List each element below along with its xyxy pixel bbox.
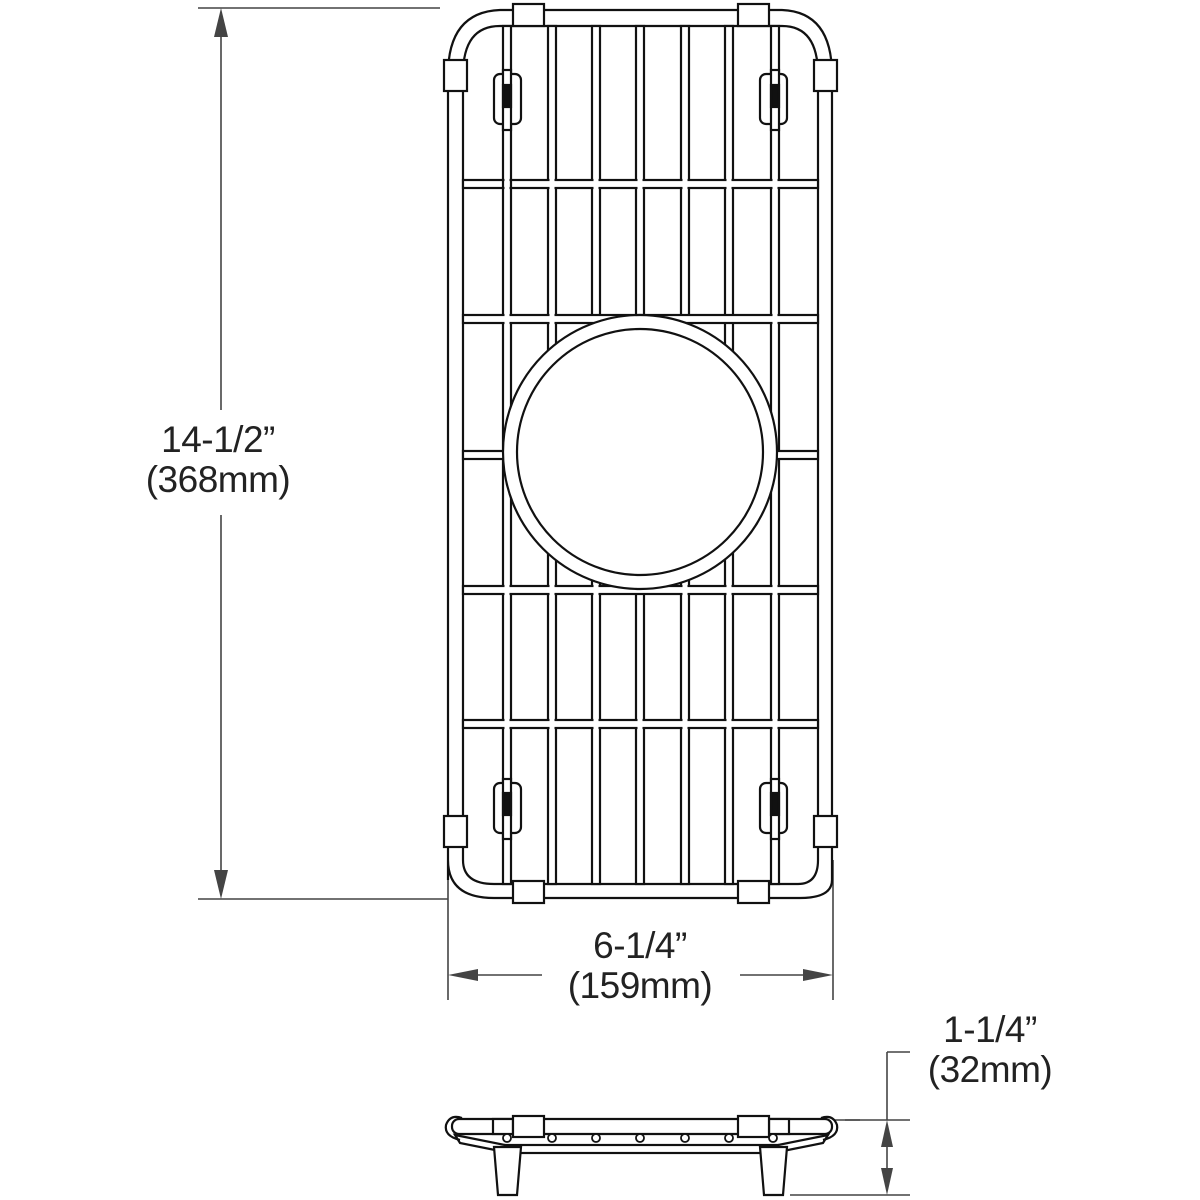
- width-metric: (159mm): [567, 965, 713, 1006]
- depth-metric: (32mm): [927, 1049, 1053, 1090]
- arrowhead-right-icon: [803, 969, 833, 981]
- arrowhead-down-icon: [214, 870, 228, 899]
- arrowhead-up-icon: [881, 1120, 893, 1147]
- bumper-top-right: [736, 2, 771, 28]
- end-hook-right: [820, 1115, 839, 1142]
- width-imperial: 6-1/4”: [593, 925, 687, 966]
- clip-top-right: [758, 68, 789, 132]
- grid-top-view: [442, 2, 839, 905]
- rod-ends: [502, 1133, 778, 1143]
- foot-right: [758, 1145, 789, 1197]
- bumper-bottom-right: [736, 879, 771, 905]
- height-metric: (368mm): [145, 459, 291, 500]
- depth-dimension-label: 1-1/4” (32mm): [905, 1010, 1075, 1090]
- width-dimension: [447, 860, 834, 1000]
- arrowhead-up-icon: [214, 8, 228, 37]
- clips: [492, 68, 789, 841]
- bumper-left-bottom: [442, 814, 469, 849]
- width-dimension-label: 6-1/4” (159mm): [540, 926, 740, 1006]
- arrowhead-left-icon: [448, 969, 478, 981]
- clip-bottom-right: [758, 777, 789, 841]
- clip-bottom-left: [492, 777, 523, 841]
- side-bumper-left: [511, 1114, 546, 1139]
- bumper-bottom-left: [511, 879, 546, 905]
- height-dimension: [198, 7, 448, 900]
- bumper-top-left: [511, 2, 546, 28]
- grid-side-view: [444, 1114, 860, 1197]
- drain-ring-inner: [515, 327, 765, 577]
- end-hook-left: [444, 1115, 463, 1142]
- bumper-right-top: [812, 58, 839, 93]
- height-imperial: 14-1/2”: [161, 419, 275, 460]
- clip-top-left: [492, 68, 523, 132]
- bumper-right-bottom: [812, 814, 839, 849]
- depth-imperial: 1-1/4”: [943, 1009, 1037, 1050]
- bumper-left-top: [442, 58, 469, 93]
- foot-left: [492, 1145, 523, 1197]
- bumpers: [442, 2, 839, 905]
- side-bumper-right: [736, 1114, 771, 1139]
- arrowhead-down-icon: [881, 1168, 893, 1195]
- height-dimension-label: 14-1/2” (368mm): [128, 420, 308, 500]
- side-base-bar: [503, 1143, 780, 1155]
